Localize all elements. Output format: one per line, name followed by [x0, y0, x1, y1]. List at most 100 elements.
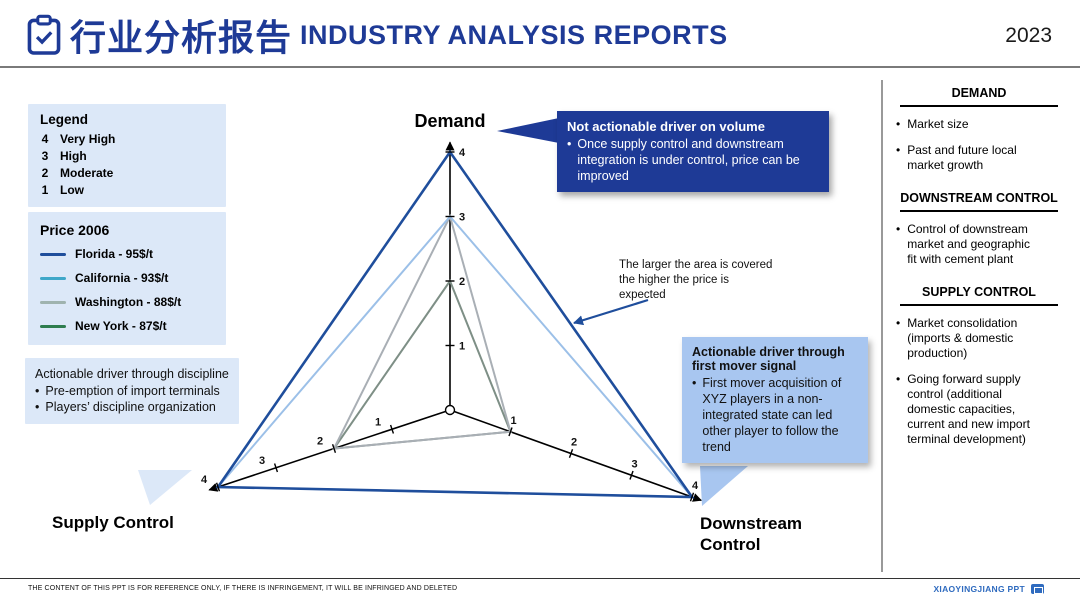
axis-tick [273, 463, 279, 473]
legend-label: Low [60, 183, 84, 197]
sidebar-item: • Going forward supply control (addition… [890, 372, 1068, 447]
bullet-text: Players’ discipline organization [45, 400, 216, 414]
axis-tick-label: 4 [201, 474, 208, 486]
header-divider [0, 66, 1080, 68]
legend-item: 2 Moderate [40, 165, 214, 182]
radar-axis [449, 409, 703, 502]
axis-tick-label: 1 [510, 415, 516, 427]
legend-title: Legend [40, 112, 89, 127]
axis-tick [215, 482, 221, 492]
legend-value: 3 [41, 149, 49, 163]
line-swatch [40, 276, 66, 280]
callout-bullet: • Players’ discipline organization [35, 399, 229, 416]
sidebar-section-downstream-control: DOWNSTREAM CONTROL • Control of downstre… [890, 191, 1068, 267]
legend-box: Legend 4 Very High 3 High 2 Moderate 1 L… [28, 104, 226, 207]
sidebar-item: • Control of downstream market and geogr… [890, 222, 1068, 267]
volume-callout: Not actionable driver on volume • Once s… [557, 111, 829, 192]
sidebar-section-demand: DEMAND • Market size • Past and future l… [890, 86, 1068, 173]
line-swatch [40, 324, 66, 328]
area-note-arrow [573, 298, 649, 326]
legend-label: Moderate [60, 166, 114, 180]
axis-label-downstream-control: Downstream Control [700, 514, 803, 554]
sidebar-item: • Market size [890, 117, 1068, 132]
area-note: The larger the area is covered the highe… [619, 259, 773, 301]
price-label: Florida - 95$/t [75, 247, 154, 261]
axis-tick [568, 449, 574, 458]
bullet-dot: • [896, 316, 901, 330]
legend-label: High [60, 149, 87, 163]
price-label: California - 93$/t [75, 271, 169, 285]
line-swatch [40, 252, 66, 256]
first-mover-callout-tail [700, 466, 748, 506]
callout-bullet: • Once supply control and downstream int… [567, 136, 819, 184]
axis-tick [689, 492, 695, 502]
price-label: Washington - 88$/t [75, 295, 182, 309]
sidebar-item-text: Market size [907, 117, 969, 131]
price-legend-box: Price 2006 Florida - 95$/t California - … [28, 212, 226, 345]
sidebar-divider [881, 80, 883, 572]
sidebar-section-title: SUPPLY CONTROL [900, 285, 1058, 306]
discipline-callout-tail [138, 470, 192, 505]
sidebar-section-supply-control: SUPPLY CONTROL • Market consolidation (i… [890, 285, 1068, 447]
brand-text: XIAOYINGJIANG PPT [933, 584, 1025, 594]
legend-value: 4 [41, 132, 49, 146]
axis-tick-label: 4 [459, 147, 466, 159]
legend-item: 3 High [40, 148, 214, 165]
sidebar-section-title: DEMAND [900, 86, 1058, 107]
header: 行业分析报告 INDUSTRY ANALYSIS REPORTS [26, 8, 728, 62]
axis-tick-label: 3 [259, 455, 265, 467]
legend-item: 4 Very High [40, 131, 214, 148]
sidebar-section-title: DOWNSTREAM CONTROL [900, 191, 1058, 212]
bullet-dot: • [567, 137, 572, 151]
footer-brand: XIAOYINGJIANG PPT [933, 584, 1044, 594]
price-item: Washington - 88$/t [40, 295, 214, 309]
axis-tick [508, 427, 513, 437]
page-title-chinese: 行业分析报告 [70, 17, 293, 58]
axis-tick [331, 444, 337, 453]
axis-tick-label: 1 [375, 416, 381, 428]
callout-title: Actionable driver through discipline [35, 367, 229, 381]
brand-logo-icon [1031, 584, 1044, 594]
sidebar-item: • Past and future local market growth [890, 143, 1068, 173]
bullet-dot: • [896, 143, 901, 157]
axis-tick [629, 470, 634, 480]
bullet-dot: • [896, 222, 901, 236]
legend-item: 1 Low [40, 182, 214, 199]
legend-label: Very High [60, 132, 116, 146]
sidebar-item: • Market consolidation (imports & domest… [890, 316, 1068, 361]
discipline-callout: Actionable driver through discipline • P… [25, 358, 239, 424]
bullet-text: Once supply control and downstream integ… [577, 137, 800, 183]
axis-label-demand: Demand [414, 111, 486, 131]
price-title: Price 2006 [40, 222, 110, 238]
callout-bullet: • Pre-emption of import terminals [35, 383, 229, 400]
sidebar-item-text: Going forward supply control (additional… [907, 372, 1030, 446]
line-swatch [40, 300, 66, 304]
axis-tick-label: 2 [571, 437, 577, 449]
axis-tick-label: 2 [317, 436, 323, 448]
bullet-dot: • [896, 117, 901, 131]
bullet-dot: • [692, 376, 697, 390]
axis-tick-label: 3 [459, 212, 465, 224]
year-label: 2023 [1005, 24, 1052, 47]
sidebar-item-text: Control of downstream market and geograp… [907, 222, 1030, 266]
price-item: New York - 87$/t [40, 319, 214, 333]
bullet-dot: • [35, 383, 40, 398]
axis-tick-label: 4 [692, 480, 699, 492]
legend-value: 1 [41, 183, 49, 197]
callout-title: Not actionable driver on volume [567, 119, 765, 134]
bullet-text: Pre-emption of import terminals [45, 383, 220, 398]
axis-tick-label: 3 [631, 458, 637, 470]
radar-series-New York - 87$/t [331, 278, 512, 450]
callout-title: Actionable driver through first mover si… [692, 345, 845, 373]
sidebar: DEMAND • Market size • Past and future l… [890, 86, 1068, 465]
bullet-dot: • [35, 400, 40, 414]
footer-disclaimer: THE CONTENT OF THIS PPT IS FOR REFERENCE… [28, 585, 458, 592]
radar-center [444, 404, 456, 416]
radar-series-Washington - 88$/t [332, 213, 512, 450]
axis-tick [389, 424, 395, 434]
legend-value: 2 [41, 166, 49, 180]
bullet-dot: • [896, 372, 901, 386]
callout-bullet: • First mover acquisition of XYZ players… [692, 375, 858, 455]
radar-axis [208, 409, 451, 492]
